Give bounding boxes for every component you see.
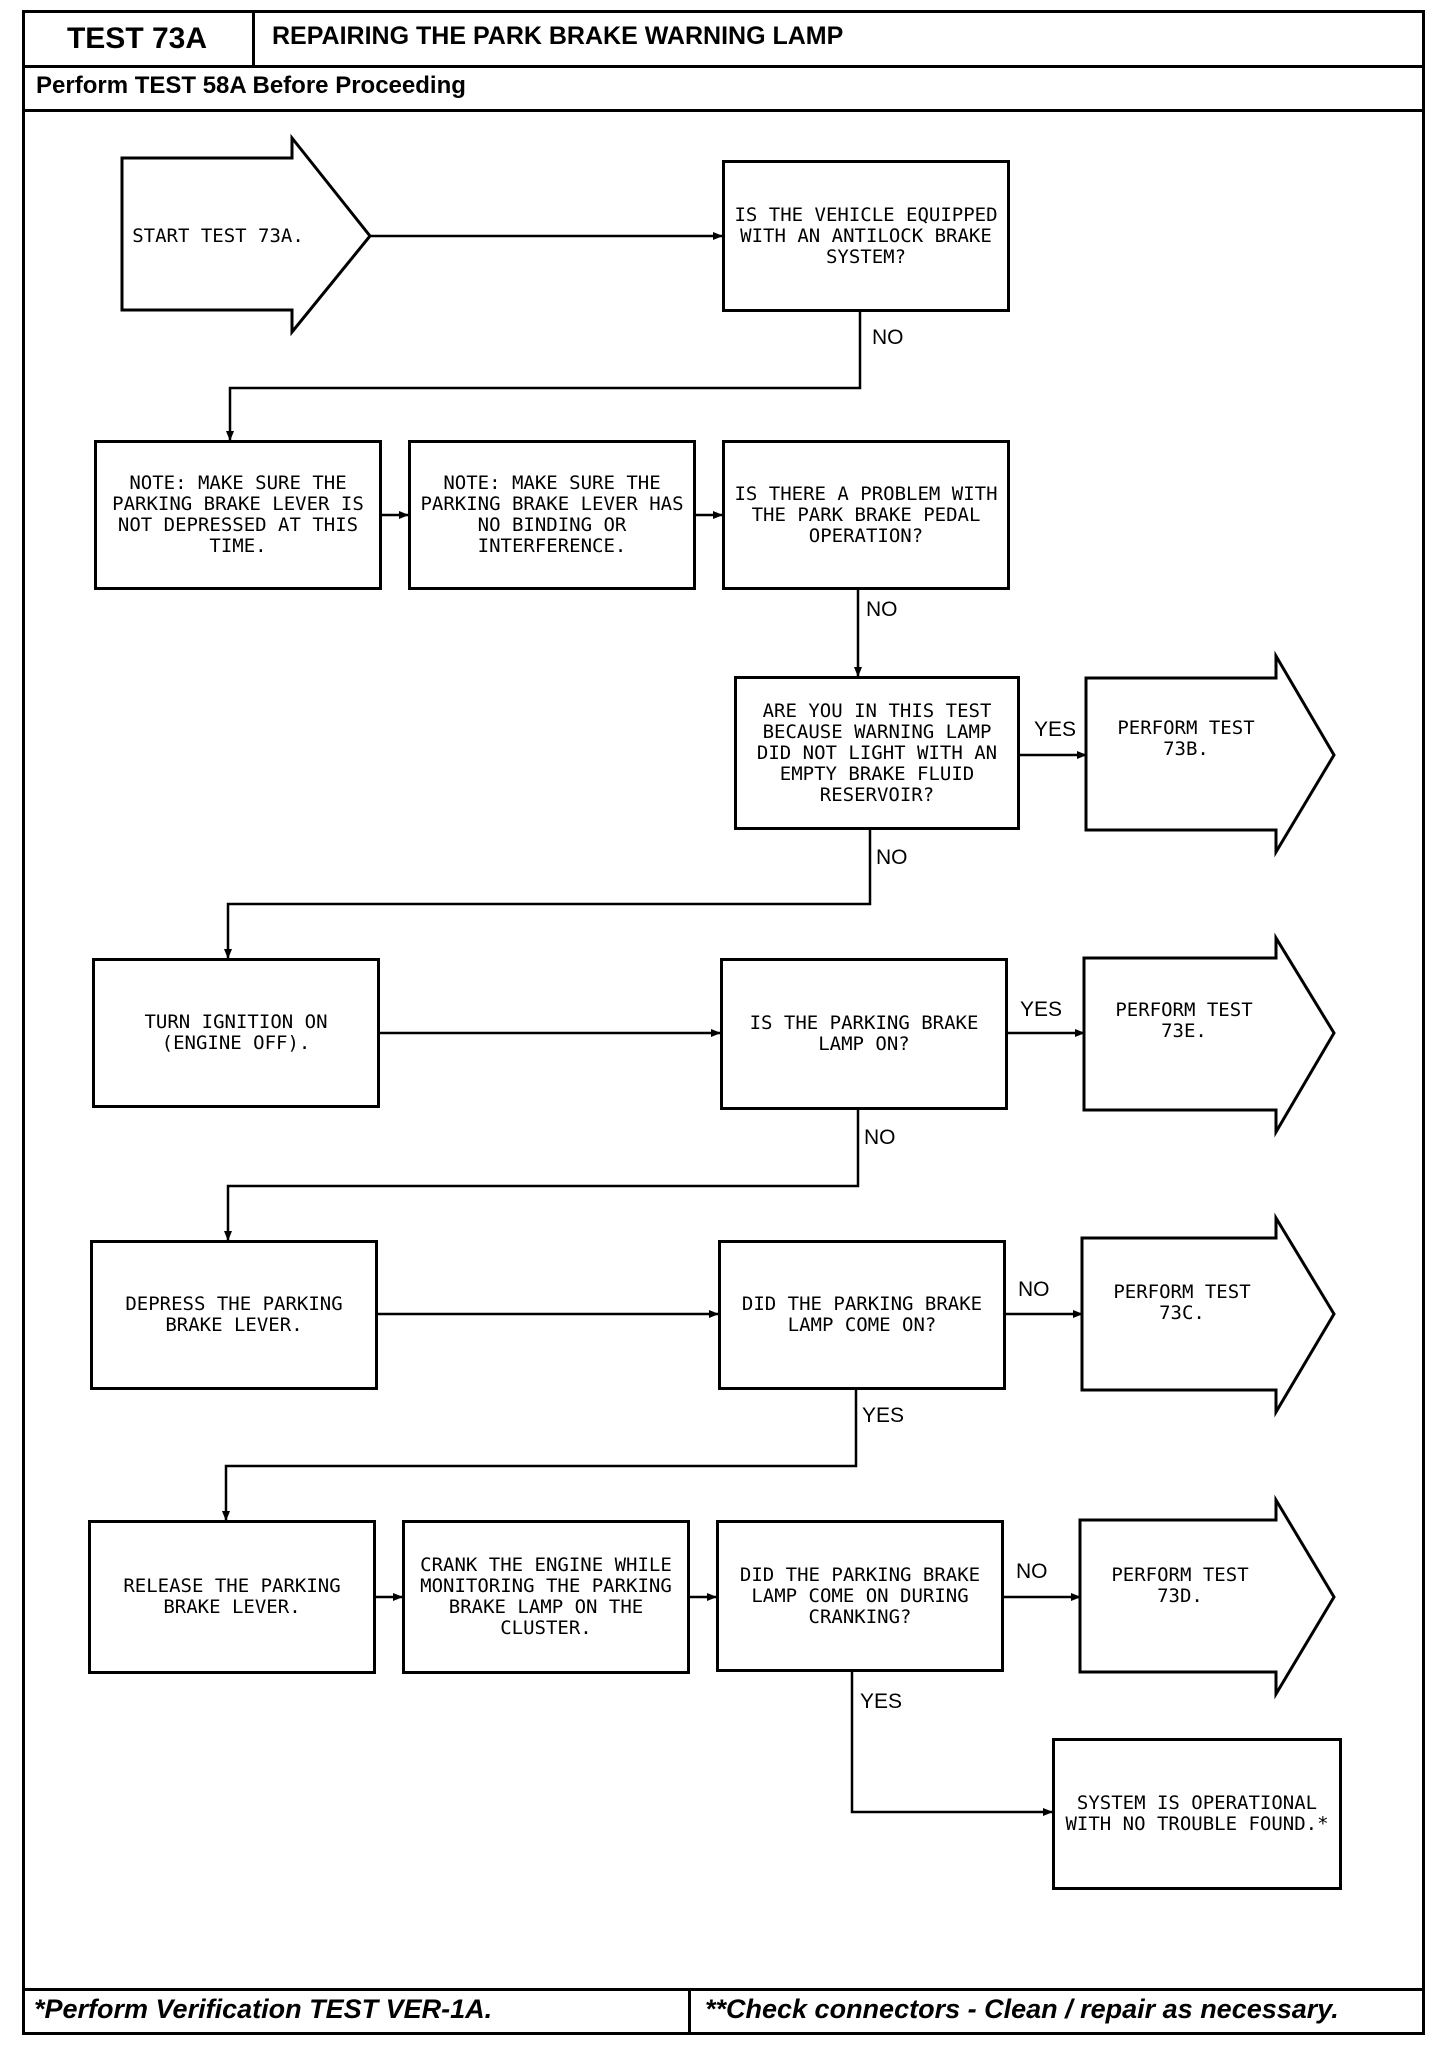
branch-label-no: NO bbox=[1018, 1278, 1050, 1301]
question-empty-reservoir: ARE YOU IN THIS TEST BECAUSE WARNING LAM… bbox=[734, 676, 1020, 830]
branch-label-no: NO bbox=[876, 846, 908, 869]
branch-label-no: NO bbox=[1016, 1560, 1048, 1583]
note-lever-no-binding: NOTE: MAKE SURE THE PARKING BRAKE LEVER … bbox=[408, 440, 696, 590]
footer-connector-note: **Check connectors - Clean / repair as n… bbox=[705, 1994, 1339, 2024]
question-abs: IS THE VEHICLE EQUIPPED WITH AN ANTILOCK… bbox=[722, 160, 1010, 312]
depress-lever: DEPRESS THE PARKING BRAKE LEVER. bbox=[90, 1240, 378, 1390]
prerequisite-text: Perform TEST 58A Before Proceeding bbox=[36, 72, 466, 99]
start-label: START TEST 73A. bbox=[132, 224, 304, 247]
perform-73d-label: PERFORM TEST 73D. bbox=[1111, 1564, 1249, 1607]
branch-label-yes: YES bbox=[862, 1404, 905, 1427]
test-id: TEST 73A bbox=[22, 10, 255, 68]
branch-label-yes: YES bbox=[1034, 718, 1077, 741]
page-frame bbox=[22, 10, 1425, 2035]
turn-ignition-on: TURN IGNITION ON (ENGINE OFF). bbox=[92, 958, 380, 1108]
question-lamp-came-on: DID THE PARKING BRAKE LAMP COME ON? bbox=[718, 1240, 1006, 1390]
footer-row bbox=[22, 1988, 1425, 2035]
branch-label-no: NO bbox=[866, 598, 898, 621]
perform-73c-arrow-shape bbox=[1080, 1212, 1336, 1418]
branch-label-yes: YES bbox=[1020, 998, 1063, 1021]
question-pedal-problem: IS THERE A PROBLEM WITH THE PARK BRAKE P… bbox=[722, 440, 1010, 590]
start-arrow-shape bbox=[120, 133, 372, 337]
prerequisite-row bbox=[22, 68, 1425, 112]
branch-label-yes: YES bbox=[860, 1690, 903, 1713]
crank-engine: CRANK THE ENGINE WHILE MONITORING THE PA… bbox=[402, 1520, 690, 1674]
question-lamp-on: IS THE PARKING BRAKE LAMP ON? bbox=[720, 958, 1008, 1110]
perform-73b-label: PERFORM TEST 73B. bbox=[1117, 717, 1255, 760]
branch-label-no: NO bbox=[872, 326, 904, 349]
header-row bbox=[22, 10, 1425, 68]
perform-73e-label: PERFORM TEST 73E. bbox=[1115, 999, 1253, 1042]
perform-73c-label: PERFORM TEST 73C. bbox=[1113, 1281, 1251, 1324]
note-lever-not-depressed: NOTE: MAKE SURE THE PARKING BRAKE LEVER … bbox=[94, 440, 382, 590]
question-cranking: DID THE PARKING BRAKE LAMP COME ON DURIN… bbox=[716, 1520, 1004, 1672]
release-lever: RELEASE THE PARKING BRAKE LEVER. bbox=[88, 1520, 376, 1674]
test-title: REPAIRING THE PARK BRAKE WARNING LAMP bbox=[272, 22, 844, 50]
system-operational: SYSTEM IS OPERATIONAL WITH NO TROUBLE FO… bbox=[1052, 1738, 1342, 1890]
perform-73e-arrow-shape bbox=[1082, 932, 1336, 1138]
perform-73b-arrow-shape bbox=[1084, 650, 1336, 858]
footer-divider bbox=[688, 1988, 691, 2035]
footer-verification-note: *Perform Verification TEST VER-1A. bbox=[34, 1994, 493, 2024]
perform-73d-arrow-shape bbox=[1078, 1494, 1336, 1700]
branch-label-no: NO bbox=[864, 1126, 896, 1149]
